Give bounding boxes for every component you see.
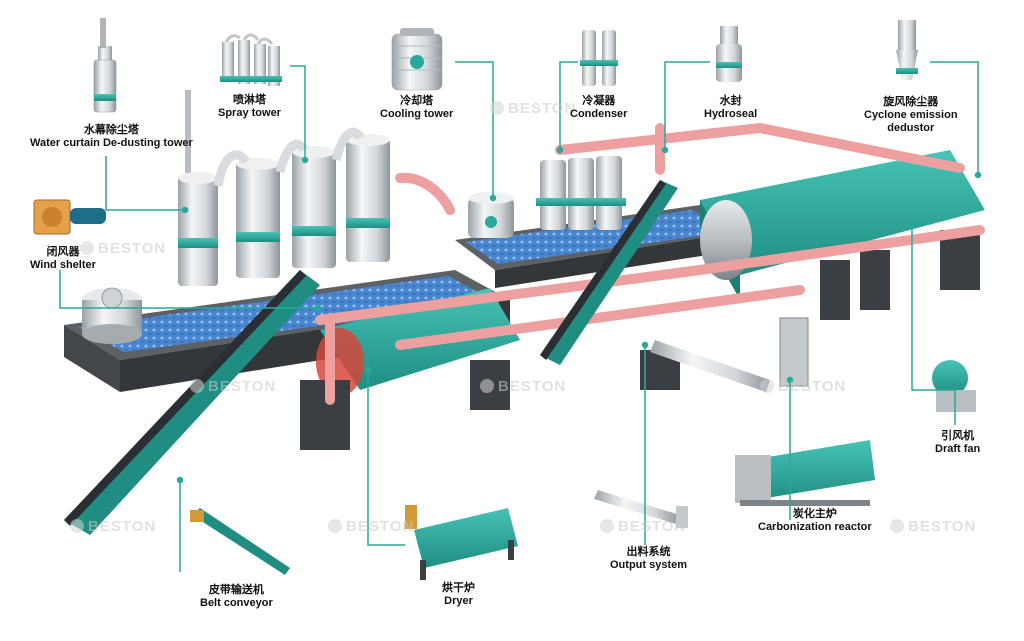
cooling-tower-icon — [391, 28, 443, 91]
output-screw — [650, 317, 809, 392]
draft-fan-icon — [932, 360, 976, 412]
pink-pipes — [315, 122, 985, 405]
cyclone-icon — [896, 20, 918, 80]
watermark: BESTON — [190, 378, 276, 395]
watermark: BESTON — [70, 518, 156, 535]
scene-cooling-tower — [468, 192, 514, 238]
scene-condenser — [536, 156, 626, 230]
watermark: BESTON — [760, 378, 846, 395]
hydroseal-icon — [716, 26, 742, 82]
water-curtain-tower-icon — [93, 18, 117, 113]
belt-conveyor-icon — [190, 508, 290, 575]
main-reactor — [700, 150, 985, 320]
condenser-icon — [580, 30, 618, 86]
dryer-icon — [405, 505, 518, 580]
spray-tower-icon — [220, 33, 282, 86]
main-belt-conveyor — [64, 270, 320, 535]
callout-lines — [59, 61, 982, 572]
watermark: BESTON — [600, 518, 686, 535]
carbonization-reactor-icon — [735, 440, 875, 506]
basin-cooling-tower — [82, 287, 142, 344]
watermark: BESTON — [490, 100, 576, 117]
right-belt-conveyor — [540, 180, 678, 365]
watermark: BESTON — [80, 240, 166, 257]
watermark: BESTON — [480, 378, 566, 395]
spray-towers-main — [178, 90, 390, 286]
watermark: BESTON — [890, 518, 976, 535]
watermark: BESTON — [328, 518, 414, 535]
wind-shelter-icon — [33, 199, 106, 235]
output-system-icon — [594, 490, 688, 528]
